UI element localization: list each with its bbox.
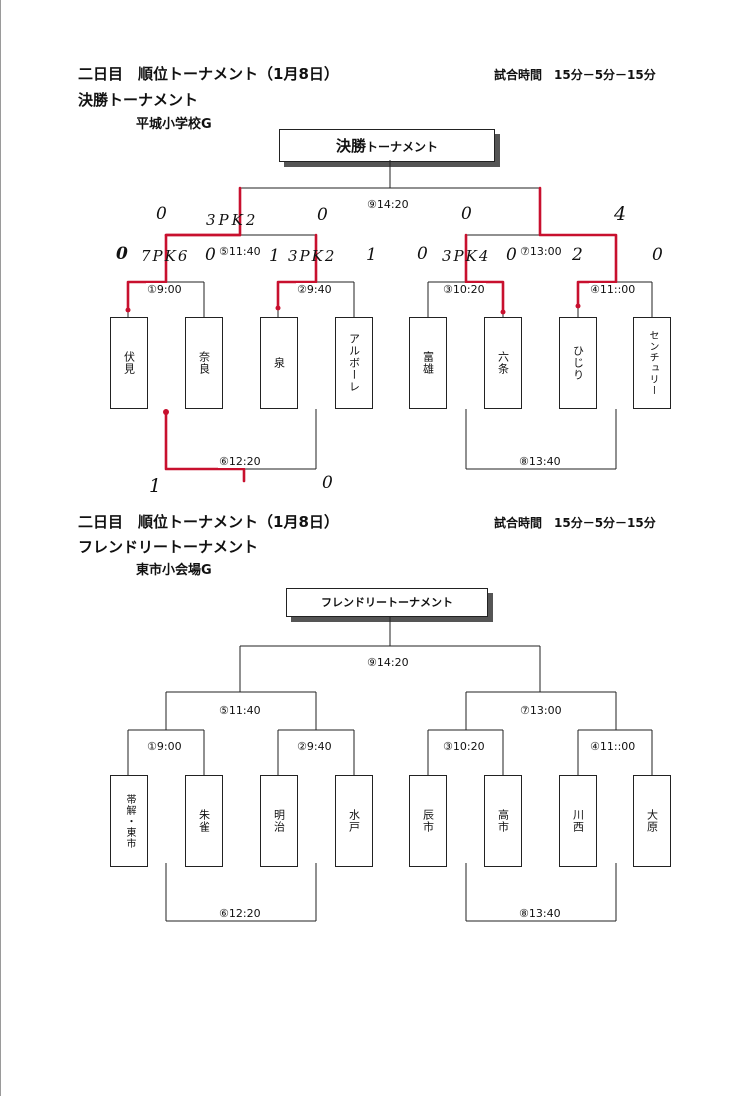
score-m5-pk: 3PK2 [206,211,259,229]
bracket2-team-6: 高市 [484,775,522,867]
section2-subtitle: フレンドリートーナメント [78,538,259,556]
bracket1-team-2: 奈良 [185,317,223,409]
section1-subtitle: 決勝トーナメント [78,91,199,109]
section1-heading: 二日目 順位トーナメント（1月8日） [78,65,339,83]
bracket1-time-m4: ④11::00 [589,283,637,296]
section2-heading: 二日目 順位トーナメント（1月8日） [78,513,339,531]
bracket1-time-m6: ⑥12:20 [218,455,262,468]
team-name: 富雄 [421,351,435,375]
team-name: 高市 [496,809,510,833]
bracket2-time-m3: ③10:20 [442,740,486,753]
bracket1-team-8: センチュリー [633,317,671,409]
section2-venue: 東市小会場G [136,563,212,578]
team-name: センチュリー [647,330,658,396]
bracket1-team-1: 伏見 [110,317,148,409]
bracket1-team-3: 泉 [260,317,298,409]
bracket1-title: 決勝トーナメント [279,129,495,162]
bracket2-time-m6: ⑥12:20 [218,907,262,920]
bracket2-team-3: 明治 [260,775,298,867]
bracket2-team-1: 帯解・東市 [110,775,148,867]
section1-venue: 平城小学校G [136,117,212,132]
team-name: 大原 [645,809,659,833]
bracket2-team-8: 大原 [633,775,671,867]
bracket2-time-m7: ⑦13:00 [519,704,563,717]
bracket2-team-5: 辰市 [409,775,447,867]
bracket1-time-m5: ⑤11:40 [218,245,262,258]
team-name: 水戸 [347,809,361,833]
score-m4-left: 2 [572,245,583,265]
team-name: 辰市 [421,809,435,833]
score-m1-pk: 7PK6 [141,247,190,265]
bracket2-team-2: 朱雀 [185,775,223,867]
bracket2-time-m5: ⑤11:40 [218,704,262,717]
score-m5-left: 0 [156,204,167,224]
score-m7-right: 4 [614,203,627,225]
bracket2-team-4: 水戸 [335,775,373,867]
score-m4-right: 0 [652,245,663,265]
page-left-edge [0,0,1,1096]
score-m3-right: 0 [506,245,517,265]
score-m6-right: 0 [322,473,333,493]
score-m6-left: 1 [149,475,162,497]
team-name: 帯解・東市 [124,793,135,849]
bracket1-team-6: 六条 [484,317,522,409]
score-m3-pk: 3PK4 [442,247,491,265]
team-name: ひじり [571,345,585,381]
team-name: 川西 [571,809,585,833]
team-name: 伏見 [122,351,136,375]
bracket1-time-m2: ②9:40 [296,283,333,296]
bracket2-time-m2: ②9:40 [296,740,333,753]
score-m1-left: 0 [116,244,128,264]
score-m2-right: 1 [366,245,377,265]
section2-match-time: 試合時間 15分－5分－15分 [494,516,656,530]
team-name: 奈良 [197,351,211,375]
score-m2-left: 1 [269,246,280,266]
bracket1-team-7: ひじり [559,317,597,409]
score-m1-right: 0 [205,245,216,265]
score-m7-left: 0 [461,204,472,224]
score-m5-right: 0 [317,205,328,225]
bracket2-title: フレンドリートーナメント [286,588,488,617]
team-name: 泉 [272,357,286,369]
bracket1-time-m1: ①9:00 [146,283,183,296]
team-name: 明治 [272,809,286,833]
bracket1-title-rest: トーナメント [366,140,439,154]
bracket1-time-m3: ③10:20 [442,283,486,296]
bracket2-time-m1: ①9:00 [146,740,183,753]
score-m2-pk: 3PK2 [288,247,337,265]
team-name: アルボーレ [347,333,361,393]
bracket1-team-4: アルボーレ [335,317,373,409]
team-name: 六条 [496,351,510,375]
score-m3-left: 0 [417,244,428,264]
bracket2-team-7: 川西 [559,775,597,867]
bracket1-time-m9: ⑨14:20 [366,198,410,211]
bracket2-time-m9: ⑨14:20 [366,656,410,669]
section1-match-time: 試合時間 15分－5分－15分 [494,68,656,82]
bracket2-time-m8: ⑧13:40 [518,907,562,920]
bracket1-title-main: 決勝 [335,137,366,155]
bracket1-team-5: 富雄 [409,317,447,409]
bracket2-time-m4: ④11::00 [589,740,637,753]
team-name: 朱雀 [197,809,211,833]
bracket1-time-m8: ⑧13:40 [518,455,562,468]
bracket1-time-m7: ⑦13:00 [519,245,563,258]
